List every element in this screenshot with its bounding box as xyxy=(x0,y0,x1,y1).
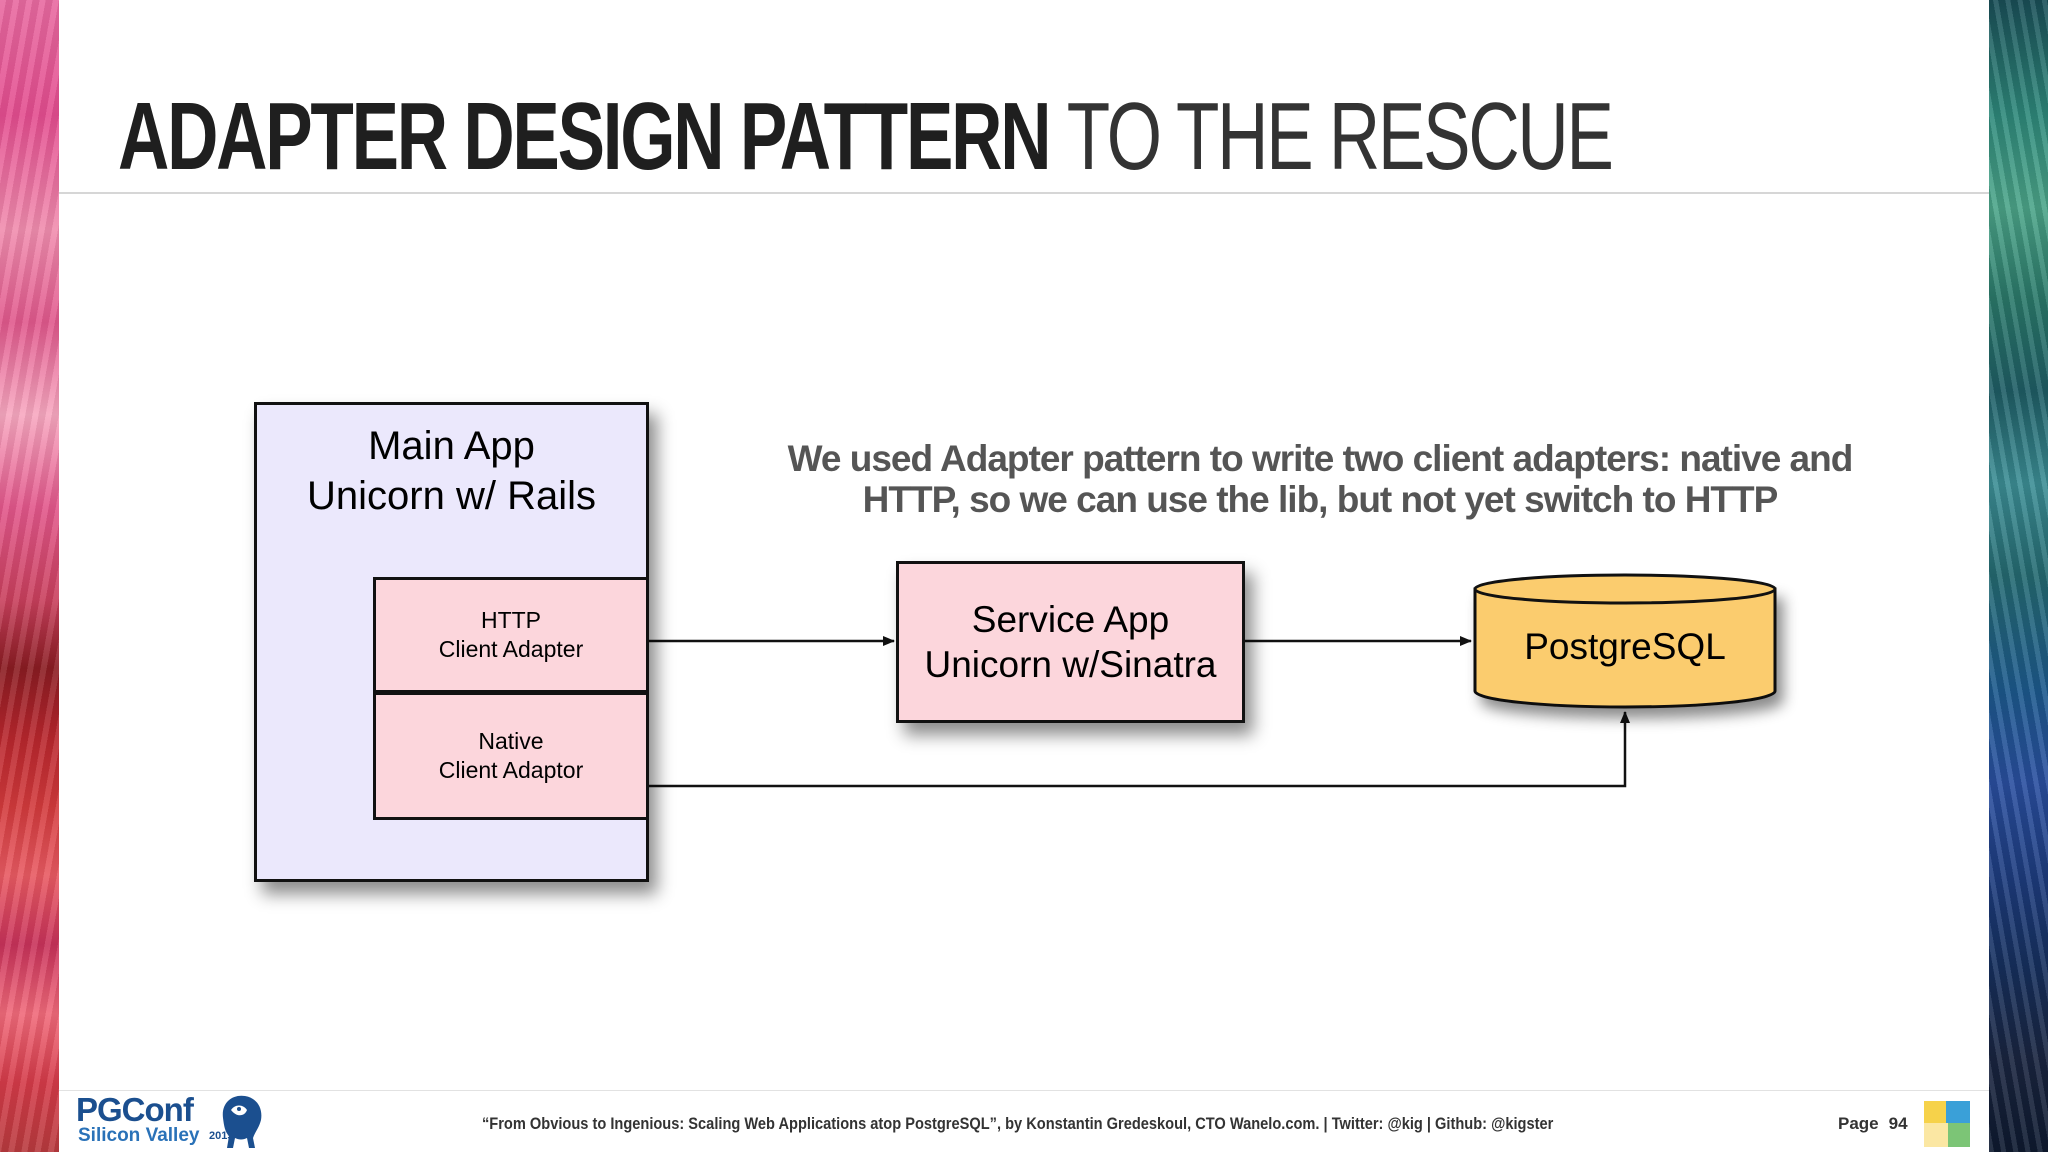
service-app-box: Service App Unicorn w/Sinatra xyxy=(896,561,1245,723)
page-label: Page xyxy=(1838,1114,1879,1133)
http-adapter-line2: Client Adapter xyxy=(439,635,583,664)
native-client-adaptor-box: Native Client Adaptor xyxy=(373,692,649,820)
main-app-line1: Main App xyxy=(368,424,535,468)
postgresql-label: PostgreSQL xyxy=(1473,625,1777,669)
corner-color-squares xyxy=(1924,1101,1972,1149)
corner-square-green xyxy=(1946,1123,1970,1147)
http-adapter-line1: HTTP xyxy=(481,606,541,635)
postgresql-database-cylinder: PostgreSQL xyxy=(1473,573,1777,710)
database-top xyxy=(1475,575,1775,603)
service-app-line1: Service App xyxy=(972,597,1169,642)
page-number: Page 94 xyxy=(1838,1114,1908,1134)
arrow-native-to-postgres xyxy=(649,712,1625,786)
pgconf-logo: PGConf Silicon Valley 2015 xyxy=(76,1092,266,1152)
main-app-line2: Unicorn w/ Rails xyxy=(307,474,596,518)
pgconf-logo-subtitle: Silicon Valley xyxy=(78,1125,199,1147)
corner-square-light-yellow xyxy=(1924,1123,1948,1147)
native-adapter-line2: Client Adaptor xyxy=(439,756,583,785)
service-app-line2: Unicorn w/Sinatra xyxy=(924,642,1216,687)
corner-square-yellow xyxy=(1924,1101,1948,1125)
citation-text: “From Obvious to Ingenious: Scaling Web … xyxy=(482,1114,1553,1134)
page-number-value: 94 xyxy=(1889,1114,1908,1133)
pgconf-logo-text: PGConf xyxy=(76,1092,193,1128)
footer-divider xyxy=(59,1090,1989,1091)
elephant-icon xyxy=(219,1092,265,1150)
native-adapter-line1: Native xyxy=(478,727,543,756)
http-client-adapter-box: HTTP Client Adapter xyxy=(373,577,649,693)
corner-square-blue xyxy=(1946,1101,1970,1125)
